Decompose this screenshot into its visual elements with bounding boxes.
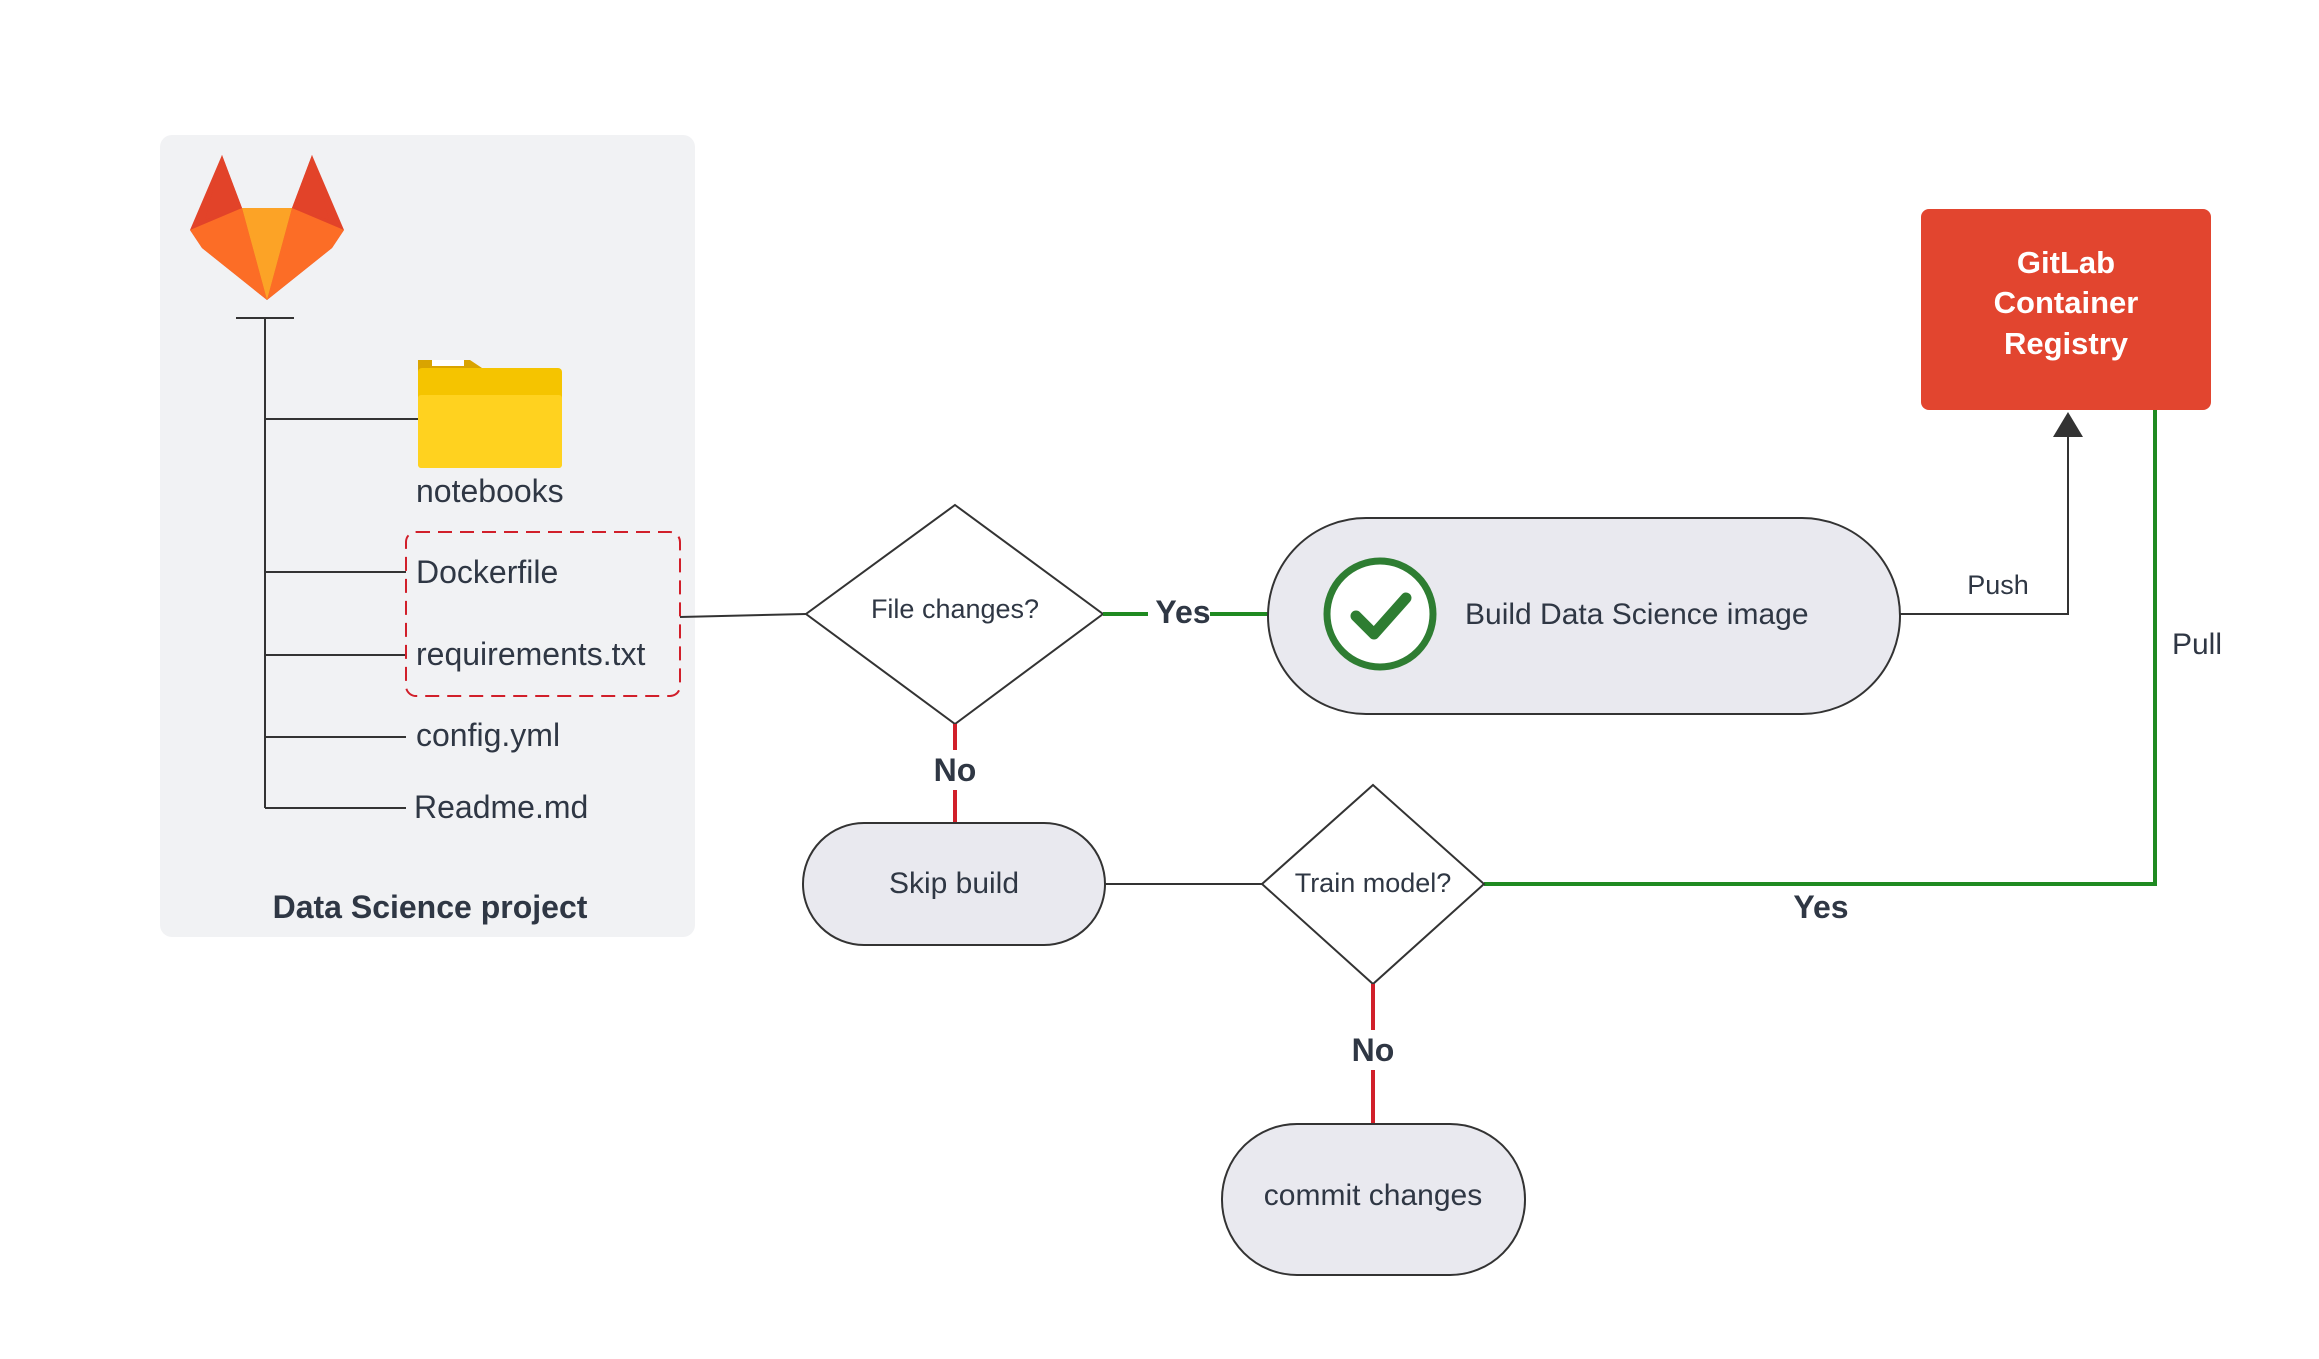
pull-connector [1484, 410, 2157, 886]
file-readme: Readme.md [414, 789, 588, 825]
file-config: config.yml [416, 717, 560, 753]
train-model-question: Train model? [1295, 868, 1452, 898]
connector-files-to-decision [679, 613, 807, 618]
build-image-label: Build Data Science image [1465, 598, 1809, 631]
no-label-1: No [934, 752, 977, 788]
container-registry-node [1921, 209, 2211, 410]
folder-icon [418, 360, 562, 468]
gitlab-logo [190, 155, 344, 300]
yes-label-2: Yes [1793, 889, 1848, 925]
registry-line-1: GitLab [2017, 245, 2115, 280]
file-changes-question: File changes? [871, 594, 1039, 624]
pull-label: Pull [2172, 628, 2222, 661]
changed-files-box [405, 531, 681, 697]
file-dockerfile: Dockerfile [416, 554, 558, 590]
no-label-2: No [1352, 1032, 1395, 1068]
file-notebooks: notebooks [416, 473, 564, 509]
commit-changes-node [1221, 1123, 1526, 1276]
build-image-node [1267, 517, 1901, 715]
file-requirements: requirements.txt [416, 636, 646, 672]
skip-build-label: Skip build [889, 867, 1019, 900]
registry-line-3: Registry [2004, 326, 2129, 361]
check-circle-icon [1323, 557, 1437, 671]
push-label: Push [1967, 570, 2029, 600]
project-title: Data Science project [273, 889, 588, 925]
file-tree [236, 317, 420, 809]
push-connector [1900, 430, 2069, 615]
commit-changes-label: commit changes [1264, 1179, 1482, 1212]
push-arrowhead [2053, 412, 2083, 437]
yes-label-1: Yes [1155, 594, 1210, 630]
registry-line-2: Container [1994, 285, 2139, 320]
